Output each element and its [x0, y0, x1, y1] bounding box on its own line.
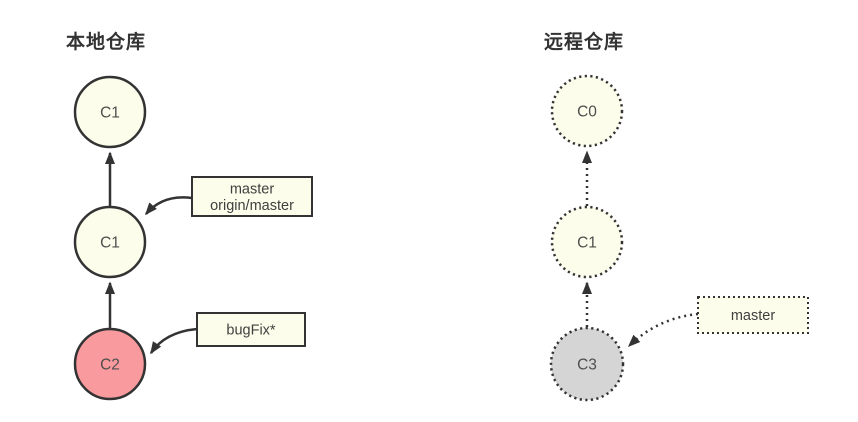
local-repo-title: 本地仓库: [66, 32, 147, 53]
commit-node-label: C3: [577, 357, 597, 374]
commit-node-C0: [550, 74, 624, 148]
branch-label-text: master: [230, 181, 274, 197]
commit-node-label: C1: [100, 235, 120, 252]
commit-node-label: C2: [100, 357, 120, 374]
commit-node-label: C1: [577, 235, 597, 252]
branch-pointer-arrow: [145, 196, 193, 216]
branch-label-box: [697, 296, 809, 334]
commit-node-C1: [550, 205, 624, 279]
branch-label-text: origin/master: [210, 198, 294, 214]
commit-node-C1: [73, 75, 147, 149]
commit-node-C3: [549, 326, 625, 402]
branch-label-text: master: [731, 308, 775, 324]
commit-node-label: C0: [577, 104, 597, 121]
branch-pointer-arrow: [627, 312, 699, 348]
commit-node-label: C1: [100, 105, 120, 122]
branch-pointer-arrow: [149, 327, 198, 355]
commit-node-C1: [73, 205, 147, 279]
branch-label-box: [196, 312, 306, 347]
branch-label-box: [191, 176, 313, 217]
commit-node-C2: [73, 327, 147, 401]
remote-repo-title: 远程仓库: [544, 32, 625, 53]
branch-label-text: bugFix*: [226, 323, 276, 339]
